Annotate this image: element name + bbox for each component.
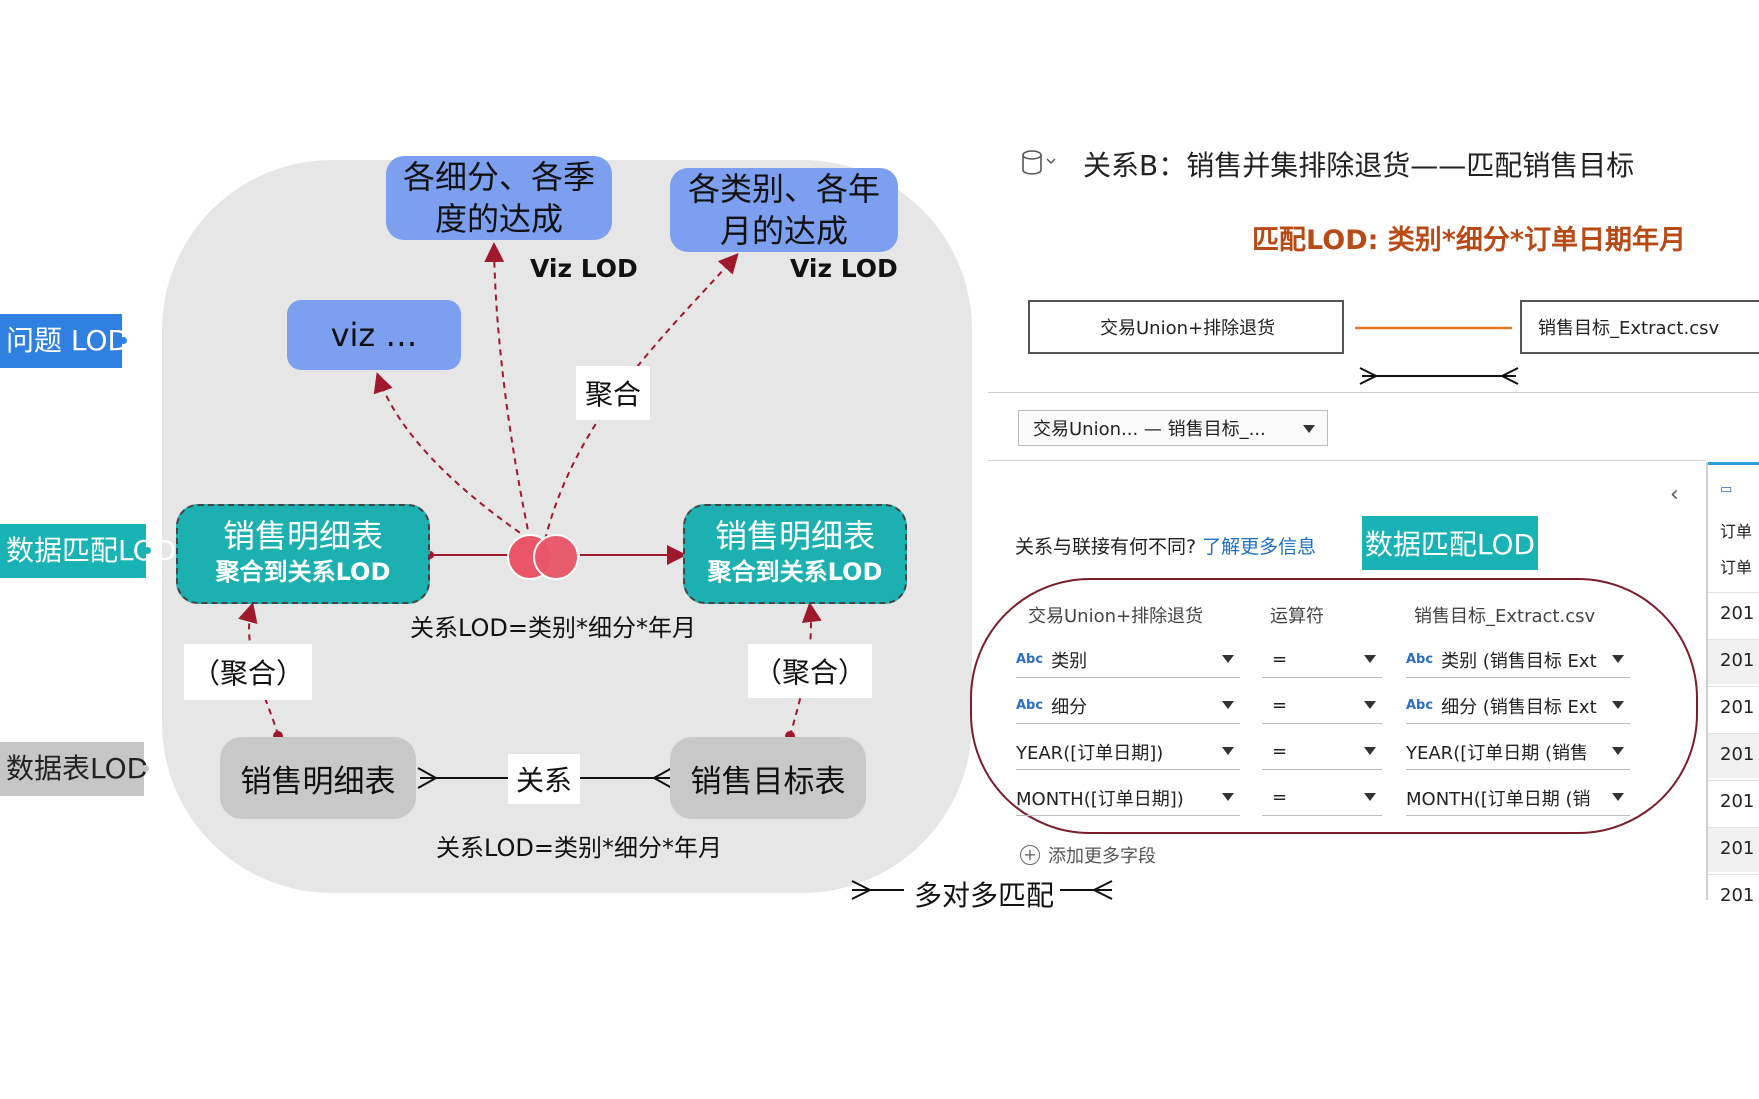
preview-column: ▭ 订单 订单 201 201 201 201 201 201 201 <box>1706 462 1759 919</box>
left-table-node[interactable]: 交易Union+排除退货 <box>1028 300 1344 354</box>
abc-type-icon: Abc <box>1016 698 1044 713</box>
chevron-down-icon <box>1222 793 1234 801</box>
chevron-down-icon <box>1612 793 1624 801</box>
preview-cell: 201 <box>1720 838 1755 859</box>
right-detail-box: 销售明细表 聚合到关系LOD <box>683 504 907 604</box>
relation-circle-right <box>533 534 579 580</box>
preview-cell: 201 <box>1720 885 1755 906</box>
field-operator-0[interactable]: = <box>1262 642 1382 678</box>
relation-lod-caption-top: 关系LOD=类别*细分*年月 <box>410 614 696 642</box>
chevron-left-icon[interactable]: ‹ <box>1670 482 1679 507</box>
preview-row: 201 <box>1708 592 1759 637</box>
viz-box-category-month: 各类别、各年月的达成 <box>670 168 898 252</box>
abc-type-icon: Abc <box>1406 652 1434 667</box>
field-operator-2[interactable]: = <box>1262 734 1382 770</box>
add-more-fields-button[interactable]: + 添加更多字段 <box>1020 842 1156 868</box>
preview-row: 201 <box>1708 686 1759 731</box>
relation-question: 关系与联接有何不同? 了解更多信息 <box>1015 536 1317 558</box>
preview-row: 201 <box>1708 733 1759 778</box>
right-detail-sub: 聚合到关系LOD <box>707 558 883 586</box>
left-detail-title: 销售明细表 <box>222 517 383 555</box>
preview-row: 201 <box>1708 780 1759 825</box>
tag-table-lod: 数据表LOD <box>0 742 149 796</box>
match-fields-highlight <box>970 578 1698 834</box>
arrow-to-viz-box-1 <box>484 242 531 541</box>
relation-selector[interactable]: 交易Union... — 销售目标_... <box>1018 410 1328 446</box>
arrow-up-right <box>789 602 822 737</box>
left-detail-box: 销售明细表 聚合到关系LOD <box>176 504 430 604</box>
chevron-down-icon <box>1364 793 1376 801</box>
chevron-down-icon <box>1222 747 1234 755</box>
chevron-down-icon <box>1364 655 1376 663</box>
abc-type-icon: Abc <box>1016 652 1044 667</box>
preview-cell: 201 <box>1720 650 1755 671</box>
chevron-down-icon <box>1222 655 1234 663</box>
plus-icon: + <box>1020 845 1040 865</box>
arrow-up-left <box>238 602 279 736</box>
abc-type-icon: Abc <box>1406 698 1434 713</box>
preview-cell: 201 <box>1720 791 1755 812</box>
tag-problem-lod: 问题 LOD <box>0 314 129 368</box>
divider-mid <box>988 460 1706 461</box>
viz-lod-label-2: Viz LOD <box>790 254 898 283</box>
right-detail-title: 销售明细表 <box>714 517 875 555</box>
learn-more-link[interactable]: 了解更多信息 <box>1202 536 1317 558</box>
relation-lod-caption-bottom: 关系LOD=类别*细分*年月 <box>436 834 722 862</box>
preview-cell: 201 <box>1720 697 1755 718</box>
arrow-to-viz-more <box>373 372 539 546</box>
tag-match-lod: 数据匹配LOD <box>0 524 176 578</box>
chevron-down-icon <box>1612 701 1624 709</box>
left-aggregate-label: （聚合） <box>184 644 312 700</box>
bottom-right-table: 销售目标表 <box>670 737 866 819</box>
field-left-2[interactable]: YEAR([订单日期]) <box>1016 734 1240 770</box>
left-detail-sub: 聚合到关系LOD <box>215 558 391 586</box>
panel-match-lod: 匹配LOD: 类别*细分*订单日期年月 <box>1252 225 1687 256</box>
preview-row: 201 <box>1708 827 1759 872</box>
col-head-right: 销售目标_Extract.csv <box>1414 606 1596 627</box>
field-right-3[interactable]: MONTH([订单日期 (销 <box>1406 780 1630 816</box>
arrow-to-viz-box-2 <box>544 253 739 541</box>
database-icon <box>1022 150 1056 175</box>
many-to-many-label: 多对多匹配 <box>914 879 1055 912</box>
col-head-operator: 运算符 <box>1270 606 1324 627</box>
viz-lod-label-1: Viz LOD <box>530 254 638 283</box>
chevron-down-icon <box>1612 655 1624 663</box>
right-table-node[interactable]: 销售目标_Extract.csv <box>1520 300 1759 354</box>
aggregate-label: 聚合 <box>576 366 650 420</box>
chevron-down-icon <box>1364 747 1376 755</box>
preview-row: 201 <box>1708 639 1759 684</box>
chevron-down-icon <box>1222 701 1234 709</box>
chevron-down-icon <box>1364 701 1376 709</box>
preview-column-accent <box>1708 462 1759 465</box>
viz-box-segment-quarter: 各细分、各季度的达成 <box>386 156 612 240</box>
chevron-down-icon <box>1303 425 1315 433</box>
viz-more-box: viz … <box>287 300 461 370</box>
preview-cell: 201 <box>1720 603 1755 624</box>
divider-top <box>988 392 1759 393</box>
field-operator-3[interactable]: = <box>1262 780 1382 816</box>
preview-head-2: 订单 <box>1720 558 1753 577</box>
bottom-left-table: 销售明细表 <box>220 737 416 819</box>
preview-cell: 201 <box>1720 744 1755 765</box>
relation-label: 关系 <box>508 754 580 804</box>
field-operator-1[interactable]: = <box>1262 688 1382 724</box>
chevron-down-icon <box>1612 747 1624 755</box>
panel-title: 关系B：销售并集排除退货——匹配销售目标 <box>1083 149 1635 182</box>
data-match-lod-badge: 数据匹配LOD <box>1362 516 1538 570</box>
col-head-left: 交易Union+排除退货 <box>1028 606 1204 627</box>
preview-head-1: 订单 <box>1720 522 1753 541</box>
calendar-icon: ▭ <box>1720 482 1733 497</box>
preview-row: 201 <box>1708 874 1759 919</box>
field-right-2[interactable]: YEAR([订单日期 (销售 <box>1406 734 1630 770</box>
field-left-3[interactable]: MONTH([订单日期]) <box>1016 780 1240 816</box>
right-aggregate-label: （聚合） <box>748 644 872 698</box>
